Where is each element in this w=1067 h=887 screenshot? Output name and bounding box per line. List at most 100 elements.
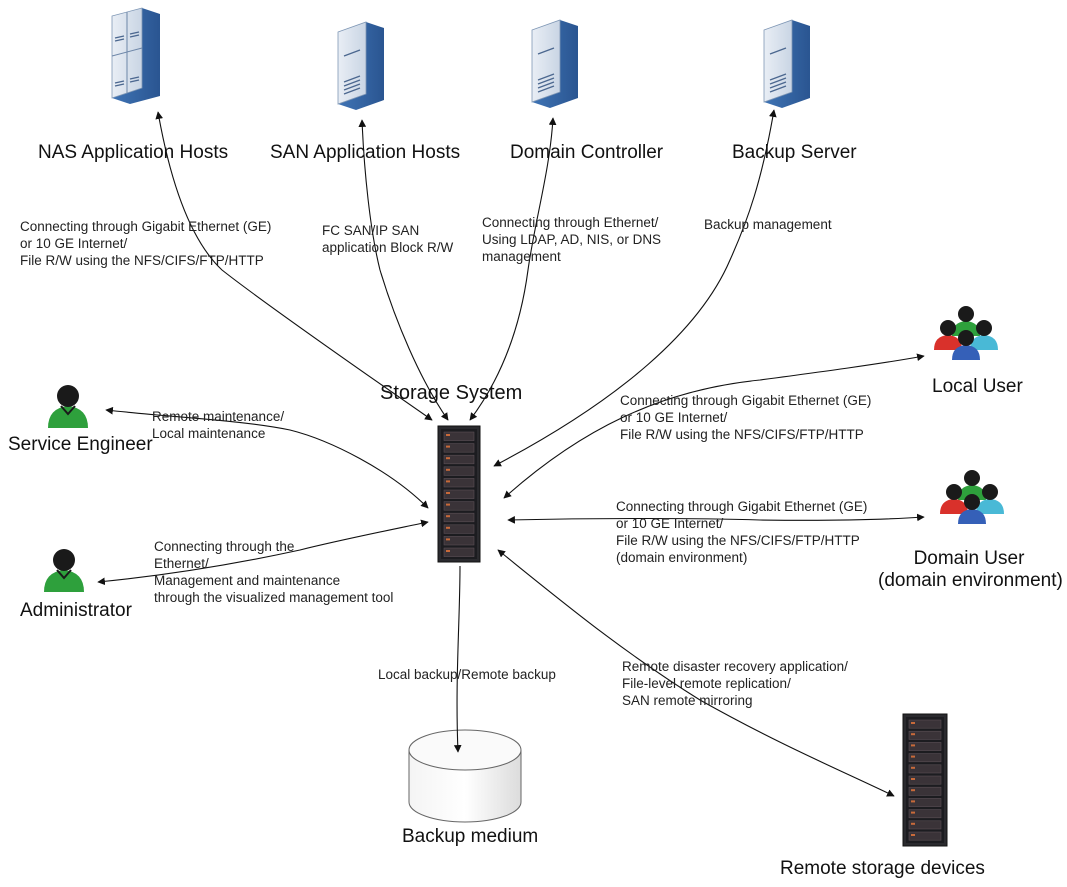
drive-led [911, 834, 915, 836]
arrow-backup-medium [453, 565, 462, 753]
arrow-local-user [503, 353, 925, 499]
drive-led [911, 811, 915, 814]
edge-se-line-1: Remote maintenance/ [152, 409, 285, 424]
edge-label-backup-medium: Local backup/Remote backup [378, 666, 556, 683]
backup-medium-icon [408, 729, 522, 823]
drive-bay [908, 764, 942, 774]
edge-backup-line-1: Backup management [704, 217, 832, 232]
drive-bay [443, 501, 475, 511]
remote-storage-icon [902, 713, 948, 847]
drive-led [911, 822, 915, 825]
drive-led [446, 515, 450, 518]
drive-led [446, 468, 450, 471]
drive-bay [443, 536, 475, 546]
edge-rs-line-3: SAN remote mirroring [622, 693, 753, 708]
drive-led [446, 480, 450, 483]
arrow-san [358, 119, 449, 421]
drive-led [446, 445, 450, 448]
drive-bay [443, 466, 475, 476]
drive-bay [908, 831, 942, 841]
storage-system-label: Storage System [380, 382, 523, 404]
edge-local-line-3: File R/W using the NFS/CIFS/FTP/HTTP [620, 427, 864, 442]
edge-label-service-engineer: Remote maintenance/ Local maintenance [152, 408, 284, 442]
drive-led [911, 789, 915, 792]
edge-du-line-4: (domain environment) [616, 550, 748, 565]
backup-server-icon [763, 19, 810, 108]
local-user-icon [934, 306, 998, 360]
edge-se-line-2: Local maintenance [152, 426, 266, 441]
drive-bay [908, 742, 942, 751]
arrow-administrator [97, 519, 429, 586]
drive-bay [908, 798, 942, 807]
edge-label-domain-user: Connecting through Gigabit Ethernet (GE)… [616, 498, 867, 566]
edge-label-backup-server: Backup management [704, 216, 832, 233]
domain-controller-label: Domain Controller [510, 142, 664, 163]
drive-led [446, 503, 450, 506]
edge-san-line-1: FC SAN/IP SAN [322, 223, 420, 238]
drive-bay [908, 775, 942, 785]
edge-admin-line-1: Connecting through the [154, 539, 295, 554]
san-hosts-icon [337, 21, 384, 110]
drive-bay [908, 719, 942, 729]
edge-label-local-user: Connecting through Gigabit Ethernet (GE)… [620, 392, 871, 443]
edge-dc-line-2: Using LDAP, AD, NIS, or DNS [482, 232, 662, 247]
edge-local-line-2: or 10 GE Internet/ [620, 410, 728, 425]
edge-san-line-2: application Block R/W [322, 240, 454, 255]
edge-bm-line-1: Local backup/Remote backup [378, 667, 556, 682]
domain-user-icon [940, 470, 1004, 524]
nas-hosts-icon [111, 7, 160, 104]
administrator-icon [44, 549, 84, 592]
edge-admin-line-2: Ethernet/ [154, 556, 209, 571]
local-user-label: Local User [932, 376, 1023, 397]
drive-led [911, 744, 915, 747]
drive-led [911, 755, 915, 758]
drive-bay [908, 786, 942, 796]
storage-system-icon [437, 425, 481, 563]
edge-label-domain-controller: Connecting through Ethernet/ Using LDAP,… [482, 214, 661, 265]
drive-bay [443, 489, 475, 499]
drive-led [446, 457, 450, 460]
edge-dc-line-3: management [482, 249, 561, 264]
backup-medium-label: Backup medium [402, 826, 539, 847]
arrow-remote-storage [497, 549, 895, 797]
edge-admin-line-4: through the visualized management tool [154, 590, 394, 605]
drive-bay [908, 753, 942, 763]
administrator-label: Administrator [20, 600, 132, 621]
drive-led [446, 526, 450, 529]
san-hosts-label: SAN Application Hosts [270, 142, 461, 163]
remote-storage-label: Remote storage devices [780, 858, 985, 879]
drive-led [911, 778, 915, 780]
nas-hosts-label: NAS Application Hosts [38, 142, 229, 163]
domain-user-line-1: Domain User [913, 548, 1025, 569]
drive-bay [443, 454, 475, 465]
drive-led [446, 550, 450, 552]
drive-bay [908, 809, 942, 819]
edge-du-line-2: or 10 GE Internet/ [616, 516, 724, 531]
drive-bay [443, 524, 475, 534]
edge-label-administrator: Connecting through the Ethernet/ Managem… [154, 538, 393, 606]
edge-nas-line-2: or 10 GE Internet/ [20, 236, 128, 251]
drive-bay [908, 820, 942, 830]
arrow-service-engineer [105, 406, 429, 509]
drive-bay [443, 547, 475, 557]
edge-label-remote-storage: Remote disaster recovery application/ Fi… [622, 658, 848, 709]
drive-led [446, 434, 450, 436]
domain-controller-icon [531, 19, 578, 108]
edge-rs-line-2: File-level remote replication/ [622, 676, 791, 691]
edge-admin-line-3: Management and maintenance [154, 573, 341, 588]
service-engineer-icon [48, 385, 88, 428]
edge-local-line-1: Connecting through Gigabit Ethernet (GE) [620, 393, 872, 408]
drive-bay [443, 512, 475, 523]
backup-server-label: Backup Server [732, 142, 857, 163]
drive-led [911, 766, 915, 769]
drive-bay [443, 431, 475, 441]
drive-led [446, 492, 450, 494]
drive-led [911, 722, 915, 724]
edge-du-line-1: Connecting through Gigabit Ethernet (GE) [616, 499, 868, 514]
edge-label-nas: Connecting through Gigabit Ethernet (GE)… [20, 218, 271, 269]
edge-label-san: FC SAN/IP SAN application Block R/W [322, 222, 453, 256]
domain-user-label: Domain User (domain environment) [878, 548, 1063, 592]
edge-nas-line-3: File R/W using the NFS/CIFS/FTP/HTTP [20, 253, 264, 268]
drive-led [911, 733, 915, 736]
